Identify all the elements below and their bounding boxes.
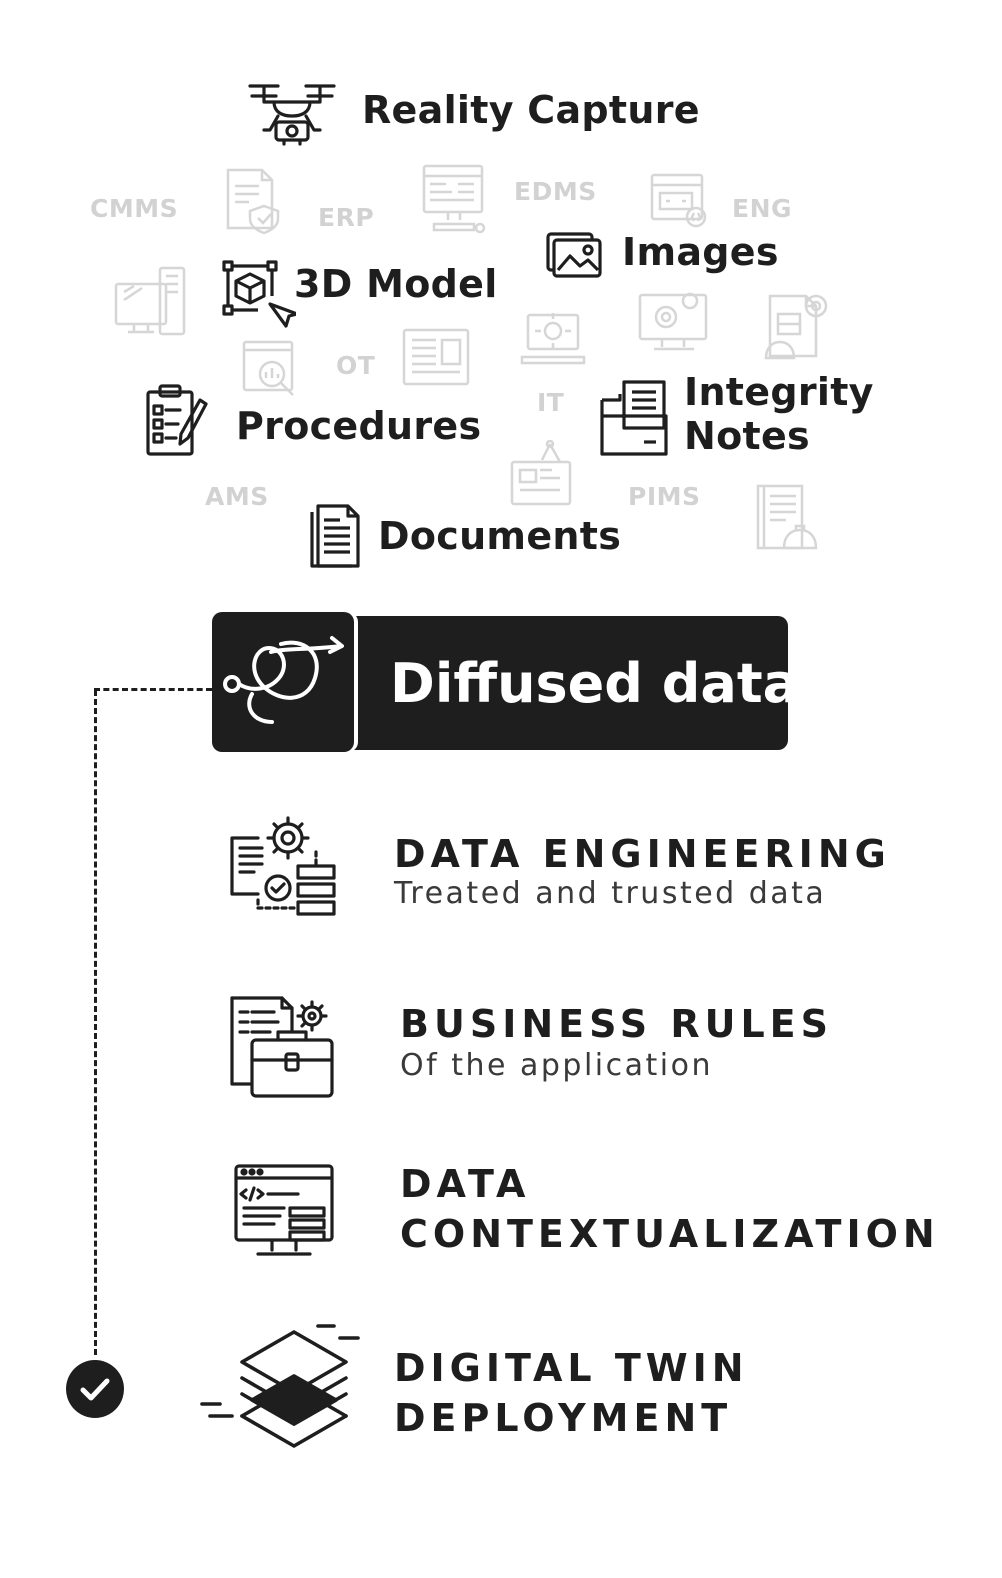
connector-horizontal <box>94 688 212 691</box>
step-data-contextualization-title-line1: DATA <box>400 1162 531 1206</box>
system-label-it: IT <box>537 388 565 417</box>
source-images: Images <box>622 230 779 274</box>
engineering-blueprint-icon <box>760 290 832 362</box>
digital-twin-layers-icon <box>198 1322 362 1462</box>
system-label-edms: EDMS <box>514 177 597 206</box>
system-label-ams: AMS <box>205 482 269 511</box>
diffused-path-icon <box>212 612 354 752</box>
step-business-rules-subtitle: Of the application <box>400 1048 713 1083</box>
3d-model-cube-icon <box>222 260 296 330</box>
source-reality-capture: Reality Capture <box>362 88 700 132</box>
step-digital-twin-title-line2: DEPLOYMENT <box>394 1396 733 1440</box>
drafting-tools-icon <box>510 440 576 508</box>
source-3d-model: 3D Model <box>294 262 498 306</box>
integrity-notes-file-icon <box>600 380 672 458</box>
system-label-ot: OT <box>336 351 376 380</box>
step-data-engineering-subtitle: Treated and trusted data <box>394 876 827 911</box>
certified-document-icon <box>224 166 286 234</box>
news-layout-icon <box>402 328 470 386</box>
step-business-rules-title: BUSINESS RULES <box>400 1002 834 1046</box>
engineering-report-icon <box>756 484 820 552</box>
step-digital-twin-title-line1: DIGITAL TWIN <box>394 1346 749 1390</box>
web-terminal-icon <box>418 162 490 236</box>
business-rules-briefcase-icon <box>228 994 338 1104</box>
code-window-icon <box>650 173 710 231</box>
source-integrity-notes-line2: Notes <box>684 414 810 458</box>
images-gallery-icon <box>546 230 604 280</box>
drone-icon <box>248 80 336 146</box>
document-page-icon <box>308 504 362 568</box>
source-procedures: Procedures <box>236 404 482 448</box>
data-engineering-icon <box>228 814 342 924</box>
data-contextualization-monitor-icon <box>234 1164 338 1264</box>
system-label-pims: PIMS <box>628 482 701 511</box>
system-label-eng: ENG <box>732 194 793 223</box>
laptop-settings-icon <box>520 305 586 367</box>
source-integrity-notes-line1: Integrity <box>684 370 874 414</box>
step-data-engineering-title: DATA ENGINEERING <box>394 832 891 876</box>
source-documents: Documents <box>378 514 622 558</box>
data-analysis-icon <box>242 340 302 400</box>
check-circle-icon <box>66 1360 124 1418</box>
connector-vertical <box>94 690 97 1355</box>
system-label-cmms: CMMS <box>90 194 179 223</box>
procedures-clipboard-icon <box>144 384 210 458</box>
system-label-erp: ERP <box>318 203 375 232</box>
diffused-data-label: Diffused data <box>390 652 800 715</box>
monitor-gear-icon <box>638 287 712 355</box>
desktop-computer-icon <box>114 266 188 338</box>
step-data-contextualization-title-line2: CONTEXTUALIZATION <box>400 1212 940 1256</box>
